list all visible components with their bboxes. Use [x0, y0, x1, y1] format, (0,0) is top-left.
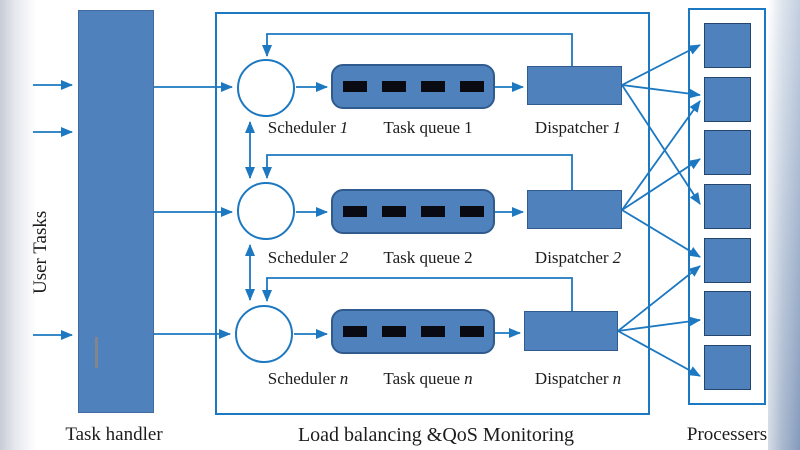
processor-square-1 [703, 23, 751, 68]
dispatcher-box-n [524, 311, 618, 351]
task-queue-2-label-text: Task queue [383, 248, 461, 267]
scheduler-2-label-index: 2 [339, 248, 349, 267]
dispatcher-n-label-text: Dispatcher [534, 369, 609, 388]
queue-task-dash [459, 206, 484, 217]
queue-task-dash [420, 206, 445, 217]
processor-squares [688, 8, 766, 405]
processor-square-4 [703, 183, 751, 229]
processor-square-6 [703, 291, 751, 337]
queue-task-dash [381, 326, 406, 337]
task-queue-box-n [331, 309, 495, 354]
queue-task-dash [381, 206, 406, 217]
queue-task-dash [342, 206, 367, 217]
dispatcher-2-label-text: Dispatcher [534, 248, 609, 267]
scheduler-circle-n [235, 305, 293, 363]
task-queue-box-1 [331, 64, 495, 109]
processor-square-3 [703, 130, 751, 176]
scheduler-circle-1 [237, 59, 295, 117]
dispatcher-box-1 [527, 66, 622, 105]
queue-task-dash [459, 326, 484, 337]
dispatcher-1-label-index: 1 [612, 118, 622, 137]
dispatcher-2-label-index: 2 [612, 248, 622, 267]
processor-square-7 [703, 344, 751, 390]
dispatcher-box-2 [527, 190, 622, 229]
queue-task-dash [459, 81, 484, 92]
queue-task-dash [342, 81, 367, 92]
user-tasks-label: User Tasks [30, 210, 51, 294]
scheduler-circle-2 [237, 182, 295, 240]
queue-task-dash [420, 81, 445, 92]
scheduler-1-label-index: 1 [339, 118, 349, 137]
scan-edge-right [768, 0, 800, 450]
queue-task-dash [420, 326, 445, 337]
queue-task-dash [381, 81, 406, 92]
task-queue-n-label-index: n [464, 369, 473, 388]
task-queue-1-label-index: 1 [464, 118, 473, 137]
task-handler-box [78, 10, 154, 413]
scheduler-2-label-text: Scheduler [267, 248, 336, 267]
load-balancing-label: Load balancing &QoS Monitoring [297, 424, 575, 446]
dispatcher-1-label-text: Dispatcher [534, 118, 609, 137]
task-handler-label: Task handler [65, 424, 163, 445]
processors-label: Processers [686, 424, 768, 445]
scheduler-n-label-index: n [339, 369, 349, 388]
processor-square-5 [703, 237, 751, 283]
queue-task-dash [342, 326, 367, 337]
task-queue-2-label-index: 2 [464, 248, 473, 267]
scheduler-n-label-text: Scheduler [267, 369, 336, 388]
task-queue-n-label-text: Task queue [383, 369, 461, 388]
scan-edge-left [0, 0, 36, 450]
task-queue-box-2 [331, 189, 495, 234]
processor-square-2 [703, 76, 751, 122]
dispatcher-n-label-index: n [612, 369, 622, 388]
scan-artifact-mark [95, 337, 98, 368]
task-queue-1-label-text: Task queue [383, 118, 461, 137]
scheduler-1-label-text: Scheduler [267, 118, 336, 137]
